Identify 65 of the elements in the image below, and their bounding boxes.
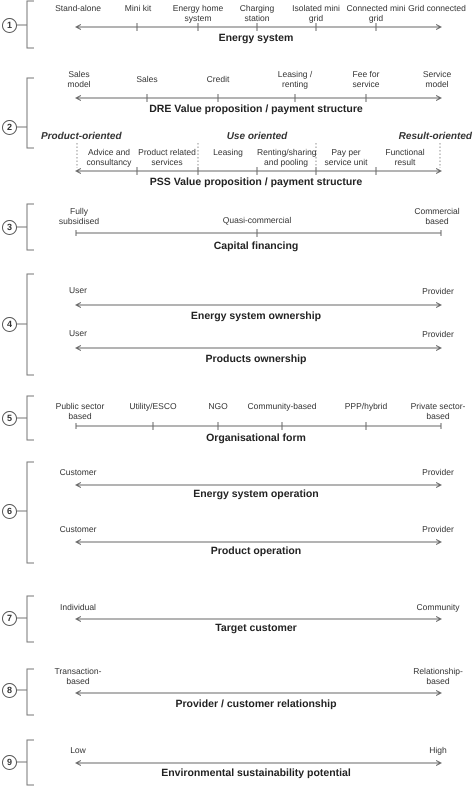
scale-title: Provider / customer relationship xyxy=(174,698,338,710)
scale-label: Transaction-based xyxy=(54,667,102,687)
scale-title: Capital financing xyxy=(212,240,300,252)
scale-title: Energy system operation xyxy=(192,488,320,500)
scale-label: User xyxy=(68,329,88,339)
scale-label: Community-based xyxy=(246,402,318,412)
scale-label: NGO xyxy=(207,402,229,412)
scale-label: Stand-alone xyxy=(54,4,102,14)
scale-label: Mini kit xyxy=(124,4,152,14)
scale-label: Customer xyxy=(58,468,98,478)
scale-title: Target customer xyxy=(214,622,298,634)
scale-title: PSS Value proposition / payment structure xyxy=(148,176,364,188)
number-circle: 4 xyxy=(2,316,17,332)
number-circle: 5 xyxy=(2,410,17,426)
category-heading: Use oriented xyxy=(226,131,288,142)
scale-title: Energy system xyxy=(218,32,294,44)
scale-label: Sales xyxy=(135,75,159,85)
scale-label: Functional result xyxy=(384,148,426,168)
scale-label: User xyxy=(68,286,88,296)
scale-label: Relationship-based xyxy=(412,667,464,687)
scale-label: Quasi-commercial xyxy=(222,216,292,226)
scale-label: Charging station xyxy=(238,4,276,24)
category-heading: Result-oriented xyxy=(398,131,472,142)
scale-label: Fee for service xyxy=(352,70,380,90)
scale-title: Product operation xyxy=(210,545,302,558)
scale-label: Credit xyxy=(206,75,230,85)
scale-label: Renting/sharing and pooling xyxy=(257,148,315,168)
scale-label: Public sector based xyxy=(54,402,106,422)
scale-label: Individual xyxy=(59,603,97,613)
scale-title: Energy system ownership xyxy=(190,310,322,322)
scale-label: Private sector-based xyxy=(410,402,466,422)
number-circle: 9 xyxy=(2,754,17,770)
scale-label: Isolated mini grid xyxy=(291,4,341,24)
scale-label: Advice and consultancy xyxy=(86,148,132,168)
scale-label: Community xyxy=(416,603,460,613)
scale-label: Commercial based xyxy=(413,207,461,227)
number-circle: 3 xyxy=(2,220,17,234)
scale-label: Customer xyxy=(58,525,98,535)
scale-label: Provider xyxy=(421,468,455,478)
number-circle: 1 xyxy=(2,18,17,32)
scale-title: Organisational form xyxy=(205,432,307,444)
scale-title: Environmental sustainability potential xyxy=(160,767,352,780)
number-circle: 6 xyxy=(2,504,17,518)
scale-title: Products ownership xyxy=(204,353,308,366)
number-circle: 8 xyxy=(2,682,17,698)
number-circle: 2 xyxy=(2,120,17,134)
scale-label: Leasing / renting xyxy=(276,70,314,90)
scale-label: High xyxy=(428,746,448,756)
category-heading: Product-oriented xyxy=(41,131,122,142)
scale-label: Utility/ESCO xyxy=(128,402,178,412)
scale-label: Fully subsidised xyxy=(58,207,100,227)
scale-label: Leasing xyxy=(212,148,244,158)
scale-label: Connected mini grid xyxy=(345,4,407,24)
number-circle: 7 xyxy=(2,610,17,626)
scale-label: Sales model xyxy=(66,70,92,90)
scale-label: Energy home system xyxy=(172,4,224,24)
scale-label: Provider xyxy=(421,287,455,297)
scale-label: PPP/hybrid xyxy=(344,402,388,412)
scale-label: Provider xyxy=(421,330,455,340)
scale-label: Product related services xyxy=(138,148,196,168)
scale-label: Pay per service unit xyxy=(324,148,368,168)
scale-label: Low xyxy=(69,746,87,756)
scale-label: Provider xyxy=(421,525,455,535)
scale-title: DRE Value proposition / payment structure xyxy=(148,103,364,116)
scale-label: Service model xyxy=(422,70,452,90)
